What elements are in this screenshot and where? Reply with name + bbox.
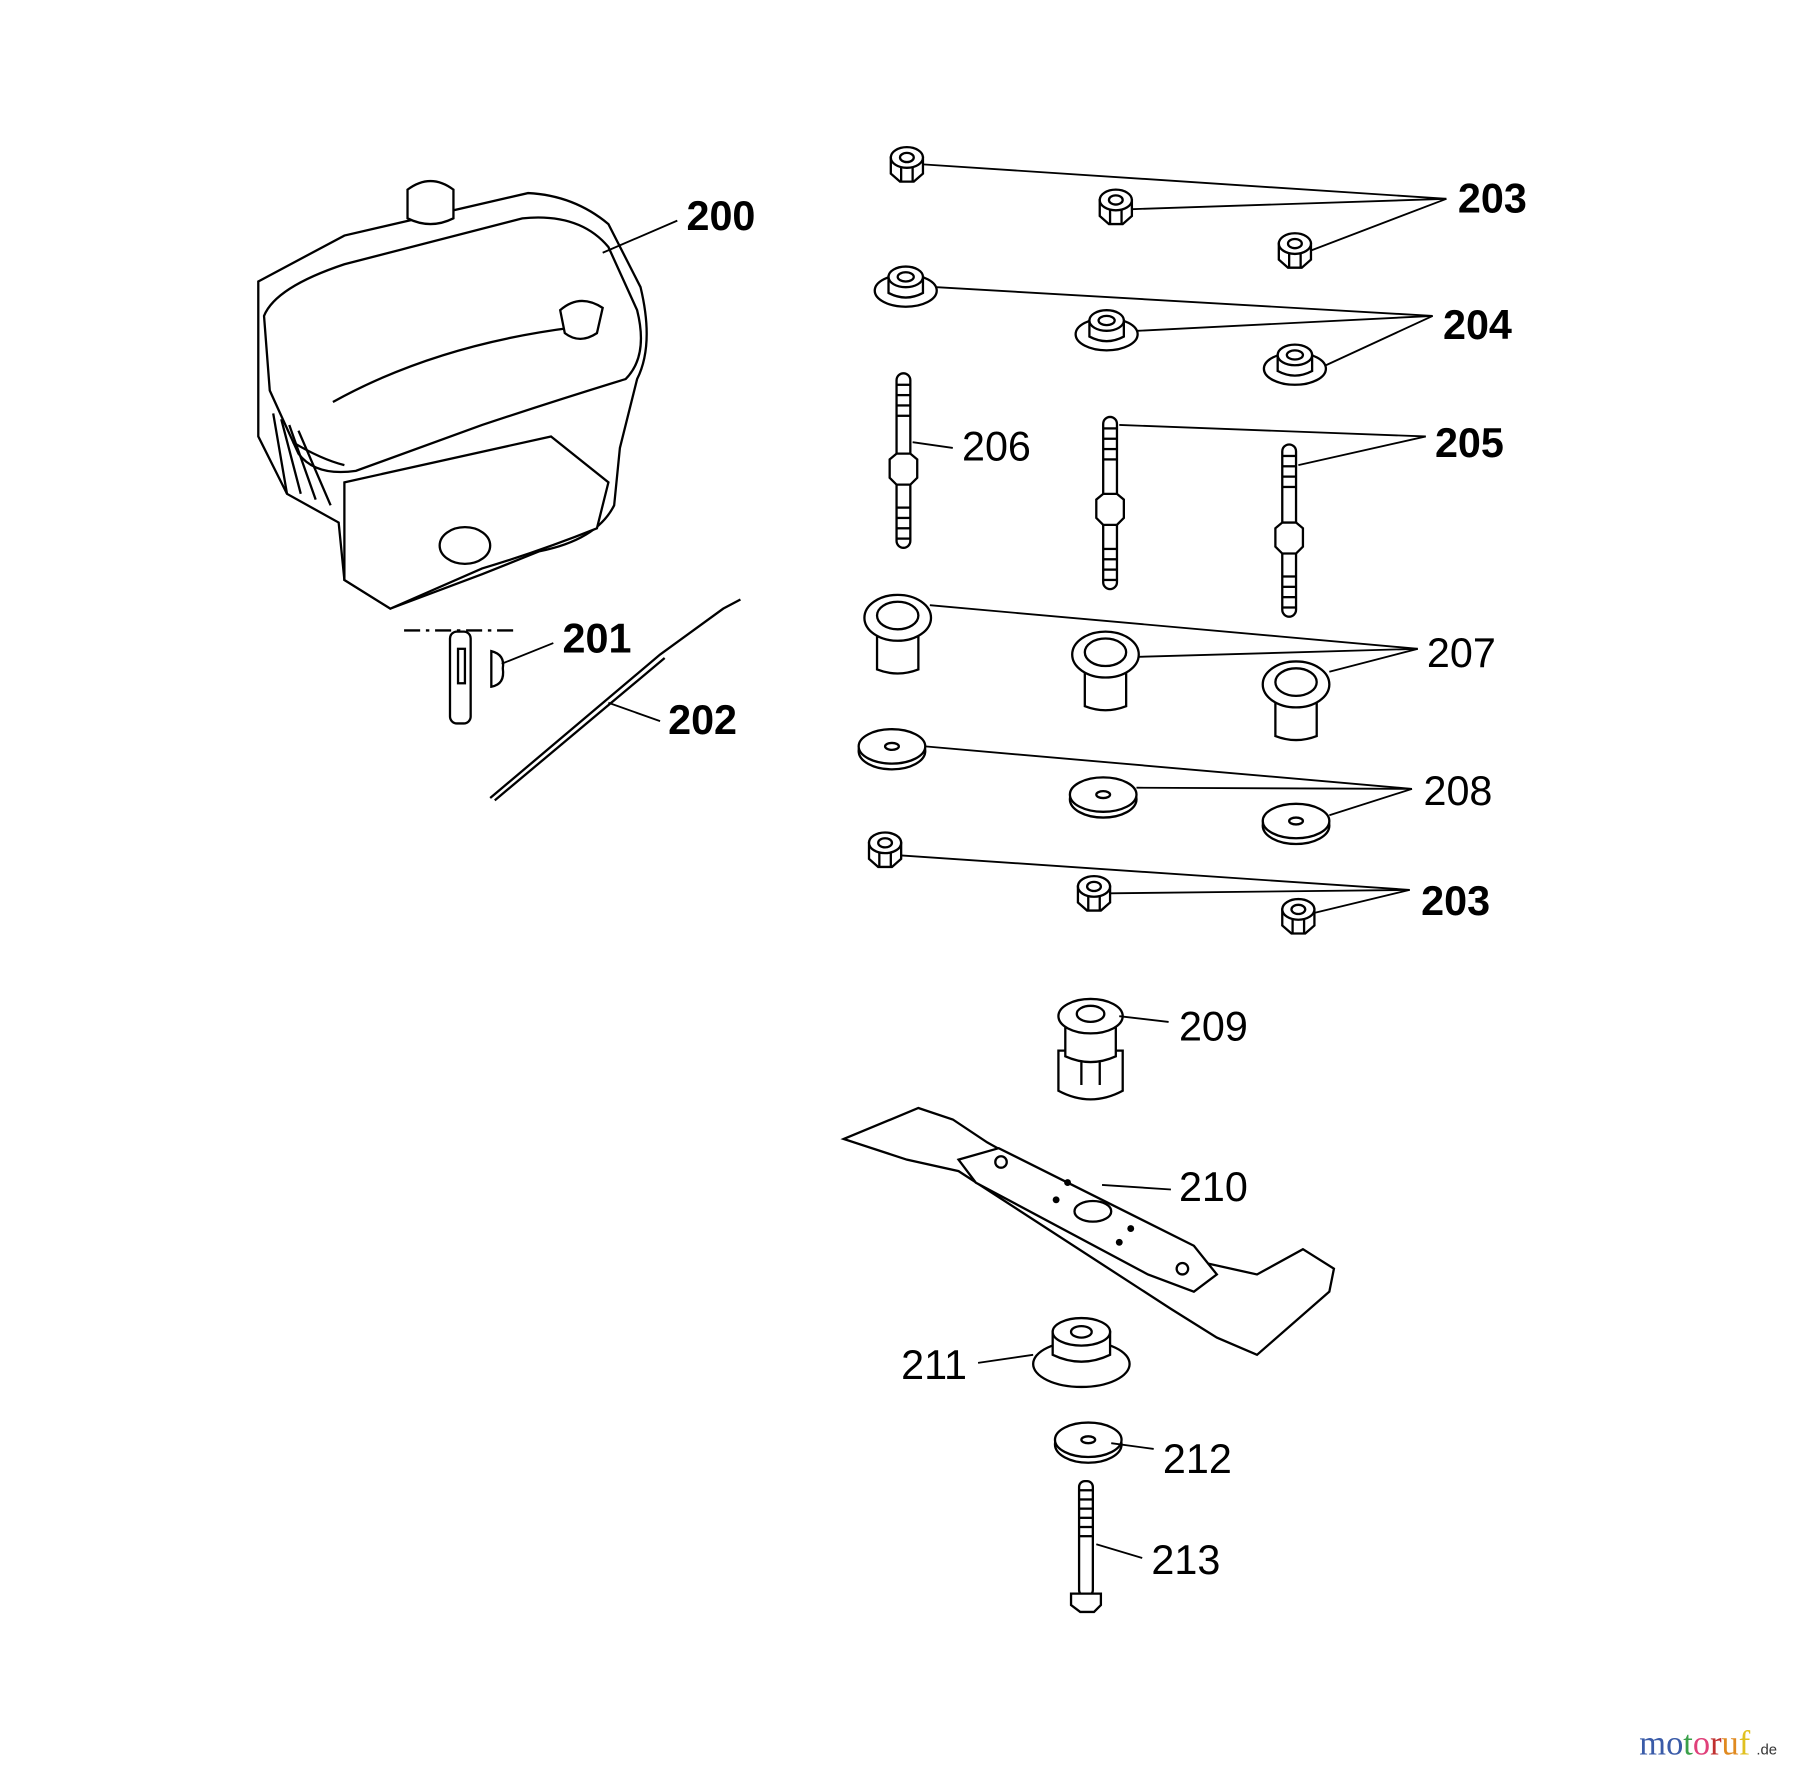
label-201: 201 <box>563 615 632 661</box>
motoruf-watermark-logo: motoruf .de <box>1639 1724 1777 1762</box>
bushing-part-207 <box>1071 630 1140 712</box>
nut-part-203 <box>1076 874 1112 912</box>
label-203-bottom: 203 <box>1421 878 1490 924</box>
leader-line <box>1325 315 1434 367</box>
blade-part-210 <box>840 1106 1336 1357</box>
washer-part-208 <box>857 728 927 771</box>
label-200: 200 <box>686 193 755 239</box>
leader-line <box>1131 197 1447 211</box>
blade-adapter-part-209 <box>1057 997 1124 1101</box>
watermark-letter: u <box>1722 1724 1739 1762</box>
leader-line <box>1137 314 1433 332</box>
leader-line <box>922 163 1447 200</box>
leader-line <box>901 854 1410 891</box>
label-208: 208 <box>1423 768 1492 814</box>
bushing-washer-part-204 <box>873 265 938 308</box>
nut-part-203 <box>1098 188 1134 226</box>
watermark-letter: o <box>1693 1724 1710 1762</box>
label-209: 209 <box>1179 1003 1248 1049</box>
watermark-suffix: .de <box>1756 1741 1777 1758</box>
leader-line <box>1314 888 1410 914</box>
leader-line <box>1136 786 1412 790</box>
label-205: 205 <box>1435 420 1504 466</box>
engine-part-200 <box>257 179 648 610</box>
bolt-part-213 <box>1069 1479 1103 1614</box>
washer-part-208 <box>1068 776 1138 819</box>
nut-part-203 <box>889 146 925 183</box>
label-206: 206 <box>962 424 1031 470</box>
bushing-washer-part-204 <box>1074 309 1139 352</box>
leader-line <box>1329 647 1418 673</box>
leader-line <box>912 441 953 449</box>
svg-text:motoruf: motoruf <box>1639 1724 1750 1762</box>
stud-part-205 <box>1095 415 1125 591</box>
control-rod-part-202 <box>489 598 741 802</box>
leader-line <box>977 1353 1034 1364</box>
label-204: 204 <box>1443 302 1512 348</box>
watermark-letter: m <box>1639 1724 1666 1762</box>
leader-line <box>1119 424 1426 438</box>
crankshaft-key-part-201 <box>404 629 514 725</box>
label-210: 210 <box>1179 1164 1248 1210</box>
label-211: 211 <box>901 1342 967 1388</box>
leader-line <box>1329 787 1413 817</box>
label-212: 212 <box>1163 1436 1232 1482</box>
watermark-letter: r <box>1710 1724 1722 1762</box>
nut-part-203 <box>1277 232 1313 269</box>
leader-line <box>1138 647 1418 658</box>
watermark-letter: t <box>1683 1724 1693 1762</box>
watermark-letter: o <box>1666 1724 1683 1762</box>
washer-part-212 <box>1053 1421 1123 1464</box>
leader-line <box>1298 435 1426 467</box>
watermark-letter: f <box>1739 1724 1751 1762</box>
stud-part-206 <box>888 372 919 549</box>
bushing-part-207 <box>863 593 933 675</box>
leader-line <box>1096 1543 1143 1559</box>
label-203-top: 203 <box>1458 176 1527 222</box>
label-202: 202 <box>668 697 737 743</box>
label-213: 213 <box>1151 1537 1220 1583</box>
leader-line <box>1111 1442 1154 1450</box>
leader-line <box>925 745 1413 790</box>
nut-part-203 <box>1281 897 1316 935</box>
bushing-part-207 <box>1261 660 1331 742</box>
nut-part-203 <box>867 831 903 869</box>
leader-line <box>936 286 1433 317</box>
label-207: 207 <box>1427 630 1496 676</box>
stud-part-205 <box>1274 443 1305 618</box>
leader-line <box>929 604 1418 650</box>
bushing-washer-part-204 <box>1262 343 1328 386</box>
leader-line <box>1110 888 1410 895</box>
leader-line <box>1119 1015 1169 1023</box>
blade-hub-part-211 <box>1032 1316 1131 1389</box>
small-parts-group <box>857 146 1447 1614</box>
washer-part-208 <box>1261 802 1331 846</box>
leader-line <box>1310 197 1447 252</box>
